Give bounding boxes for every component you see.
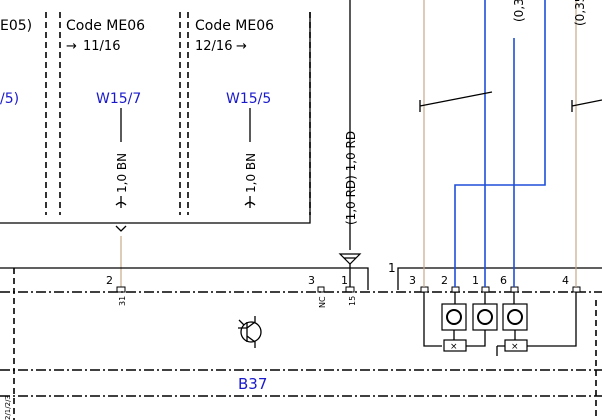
sensor-element-1 bbox=[441, 303, 467, 331]
pin-1-label: 1 bbox=[341, 274, 348, 287]
connector-pin-1: 1 bbox=[472, 274, 479, 287]
w15-5-label: W15/5 bbox=[226, 91, 271, 107]
connector-term-1 bbox=[481, 286, 490, 293]
code-me06b-label: Code ME06 bbox=[195, 18, 274, 34]
code-me06a-label: Code ME06 bbox=[66, 18, 145, 34]
sensor-link-wires bbox=[423, 292, 577, 356]
code-e05-label: E05) bbox=[0, 18, 32, 34]
sensor-element-2 bbox=[472, 303, 498, 331]
connector-pin-3: 3 bbox=[409, 274, 416, 287]
connector-pin-2: 2 bbox=[441, 274, 448, 287]
code-me06b-ref: 12/16 bbox=[195, 39, 232, 54]
connector-pin-4: 4 bbox=[562, 274, 569, 287]
crossover-1 bbox=[443, 339, 467, 352]
pin-2-label: 2 bbox=[106, 274, 113, 287]
transistor-symbol bbox=[240, 321, 262, 343]
sensor-element-1-circle bbox=[446, 309, 462, 325]
pin-nc-label: NC bbox=[318, 296, 327, 308]
connector-1-label: 1 bbox=[388, 261, 396, 275]
transistor-leads bbox=[238, 316, 256, 348]
w15-left-label: /5) bbox=[0, 91, 19, 107]
code-me06a-ref: 11/16 bbox=[83, 39, 120, 54]
pin-3-label: 3 bbox=[308, 274, 315, 287]
crossover-2-x: × bbox=[511, 342, 519, 352]
sensor-element-3 bbox=[502, 303, 528, 331]
connector-strip-top bbox=[0, 267, 369, 290]
connector-term-4 bbox=[572, 286, 581, 293]
wire-rd-label: (1,0 RD) 1,0 RD bbox=[344, 131, 358, 225]
ground-symbol bbox=[338, 253, 362, 265]
wire-blue-pin2 bbox=[454, 0, 546, 287]
connector-pin-6: 6 bbox=[500, 274, 507, 287]
bus-split-mark bbox=[115, 225, 127, 232]
sensor-element-3-circle bbox=[507, 309, 523, 325]
switch-contact-right bbox=[571, 99, 602, 112]
wire-035-b-label: (0,35 bbox=[573, 0, 587, 26]
connector-term-3 bbox=[420, 286, 429, 293]
w15-7-label: W15/7 bbox=[96, 91, 141, 107]
crossover-1-x: × bbox=[450, 342, 458, 352]
side-reference-text: 2/1/2/3 bbox=[4, 395, 12, 420]
wire-035-a-label: (0,3 bbox=[512, 0, 526, 22]
wire-bn-a-break bbox=[115, 201, 127, 206]
right-connector-frame bbox=[397, 267, 602, 290]
wire-bn-b-label: 1,0 BN bbox=[244, 153, 258, 193]
wire-bn-b-break bbox=[244, 201, 256, 206]
code-me06b-ref-arrow: → bbox=[236, 39, 247, 54]
connector-term-2 bbox=[451, 286, 460, 293]
pin-31-label: 31 bbox=[118, 296, 127, 306]
wire-bn-a-label: 1,0 BN bbox=[115, 153, 129, 193]
bus-line-upper bbox=[0, 12, 311, 224]
crossover-2 bbox=[504, 339, 528, 352]
switch-contact-left bbox=[419, 91, 493, 112]
pin-15-label: 15 bbox=[348, 296, 357, 306]
connector-term-6 bbox=[510, 286, 519, 293]
component-b37-label: B37 bbox=[238, 375, 267, 393]
sensor-element-2-circle bbox=[477, 309, 493, 325]
code-me06a-ref-arrow: → bbox=[66, 39, 77, 54]
